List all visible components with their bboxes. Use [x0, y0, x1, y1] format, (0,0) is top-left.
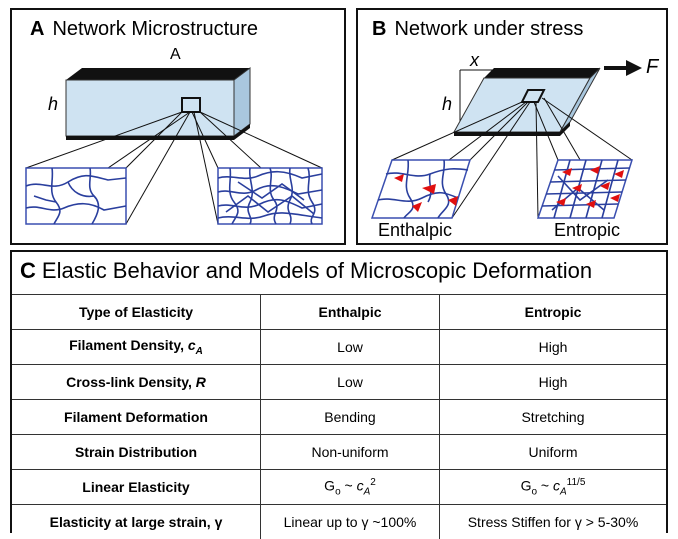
g-symbol: G [324, 477, 335, 493]
exponent: 2 [370, 477, 376, 488]
entropic-cell: High [440, 365, 667, 400]
entropic-cell: Stretching [440, 400, 667, 435]
enthalpic-cell: Low [261, 365, 440, 400]
height-label-a: h [48, 94, 58, 115]
block-top-plate [66, 68, 250, 80]
row-label: Strain Distribution [12, 435, 261, 470]
row-label-var: c [188, 337, 196, 353]
c-var: c [553, 477, 560, 493]
row-label-sub: A [196, 346, 203, 357]
shear-x-label: x [470, 50, 479, 71]
table-row: Linear Elasticity Go ~ cA2 Go ~ cA11/5 [12, 470, 666, 505]
sheared-top-plate [484, 68, 600, 78]
table-row: Strain Distribution Non-uniform Uniform [12, 435, 666, 470]
c-sub: A [560, 486, 567, 497]
enthalpic-label: Enthalpic [378, 220, 452, 241]
enthalpic-formula: Go ~ cA2 [261, 470, 440, 505]
header-label: Type of Elasticity [12, 295, 261, 330]
row-label-var: R [196, 374, 206, 390]
entropic-cell: Uniform [440, 435, 667, 470]
height-label-b: h [442, 94, 452, 115]
table-row: Filament Density, cA Low High [12, 330, 666, 365]
enthalpic-cell: Low [261, 330, 440, 365]
panel-c-title-text: Elastic Behavior and Models of Microscop… [42, 258, 592, 283]
enthalpic-cell: Non-uniform [261, 435, 440, 470]
entropic-label: Entropic [554, 220, 620, 241]
elasticity-table: Type of Elasticity Enthalpic Entropic Fi… [12, 294, 666, 539]
table-header-row: Type of Elasticity Enthalpic Entropic [12, 295, 666, 330]
row-label-text: Cross-link Density, [66, 374, 196, 390]
entropic-cell: Stress Stiffen for γ > 5-30% [440, 505, 667, 539]
force-arrow [604, 60, 642, 76]
row-label: Cross-link Density, R [12, 365, 261, 400]
header-enthalpic: Enthalpic [261, 295, 440, 330]
row-label: Elasticity at large strain, γ [12, 505, 261, 539]
panel-b-diagram [358, 10, 666, 243]
row-label-text: Filament Density, [69, 337, 188, 353]
area-label: A [170, 46, 181, 64]
enthalpic-cell: Bending [261, 400, 440, 435]
entropic-formula: Go ~ cA11/5 [440, 470, 667, 505]
sim-symbol: ~ [537, 477, 553, 493]
c-var: c [357, 477, 364, 493]
panel-a-diagram [12, 10, 344, 243]
row-label: Filament Density, cA [12, 330, 261, 365]
g-symbol: G [521, 477, 532, 493]
table-row: Filament Deformation Bending Stretching [12, 400, 666, 435]
entropic-cell: High [440, 330, 667, 365]
exponent: 11/5 [567, 477, 586, 488]
sparse-network-inset [26, 168, 126, 224]
row-label: Linear Elasticity [12, 470, 261, 505]
force-label: F [646, 56, 658, 79]
block-front [66, 80, 234, 136]
panel-c-letter: C [20, 258, 36, 283]
table-row: Elasticity at large strain, γ Linear up … [12, 505, 666, 539]
row-label: Filament Deformation [12, 400, 261, 435]
header-entropic: Entropic [440, 295, 667, 330]
table-row: Cross-link Density, R Low High [12, 365, 666, 400]
enthalpic-cell: Linear up to γ ~100% [261, 505, 440, 539]
sim-symbol: ~ [341, 477, 357, 493]
